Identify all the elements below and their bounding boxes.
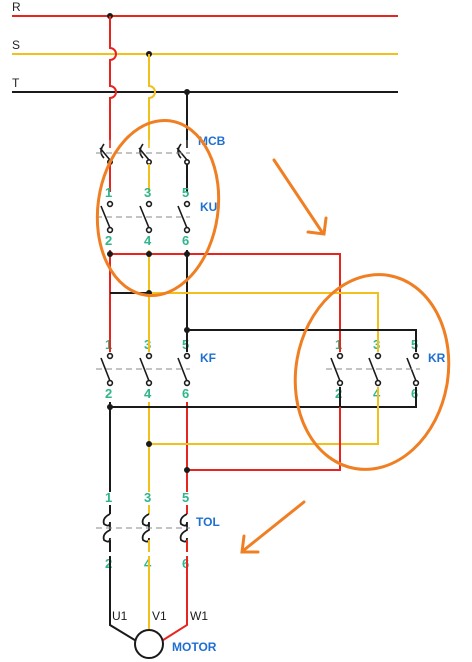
- motor-leads: [109, 556, 188, 643]
- tol-num-3: 3: [144, 490, 151, 505]
- kr-num-3: 3: [373, 337, 380, 352]
- terminal-v1: V1: [152, 609, 167, 623]
- kr-contactor: 1 3 5 2 4 6: [326, 337, 420, 401]
- kr-num-6: 6: [411, 386, 418, 401]
- label-kr: KR: [428, 351, 446, 365]
- highlight-ku: [95, 118, 221, 298]
- ku-num-1: 1: [105, 185, 112, 200]
- ku-contactor: 1 3 5 2 4 6: [96, 185, 191, 248]
- tol-num-5: 5: [182, 490, 189, 505]
- output-wiring: [109, 387, 417, 492]
- label-t: T: [12, 76, 20, 90]
- label-r: R: [12, 0, 21, 14]
- kf-contactor: 1 3 5 2 4 6: [96, 337, 191, 401]
- kf-num-3: 3: [144, 337, 151, 352]
- kf-num-1: 1: [105, 337, 112, 352]
- ku-num-6: 6: [182, 233, 189, 248]
- label-ku: KU: [200, 200, 217, 214]
- label-s: S: [12, 38, 20, 52]
- kr-num-1: 1: [335, 337, 342, 352]
- label-kf: KF: [200, 351, 216, 365]
- mcb-breaker: [96, 140, 191, 166]
- highlight-kr: [293, 273, 451, 471]
- ku-num-2: 2: [105, 233, 112, 248]
- kf-num-6: 6: [182, 386, 189, 401]
- label-tol: TOL: [196, 515, 220, 529]
- terminal-u1: U1: [112, 609, 128, 623]
- ku-num-4: 4: [144, 233, 152, 248]
- mcb-to-ku: [109, 164, 188, 192]
- terminal-w1: W1: [190, 609, 208, 623]
- kf-num-5: 5: [182, 337, 189, 352]
- arrow-down-right-icon: [272, 158, 328, 236]
- feed-lines: [109, 16, 188, 140]
- label-motor: MOTOR: [172, 640, 217, 654]
- kr-num-5: 5: [411, 337, 418, 352]
- bus-bars: [12, 15, 398, 93]
- kf-num-4: 4: [144, 386, 152, 401]
- ku-num-5: 5: [182, 185, 189, 200]
- feed-s: [148, 54, 156, 140]
- tol-num-6: 6: [182, 556, 189, 571]
- motor-symbol: [134, 629, 164, 659]
- feed-r: [109, 16, 117, 140]
- arrow-down-left-icon: [240, 500, 306, 554]
- kr-num-2: 2: [335, 386, 342, 401]
- tol-num-1: 1: [105, 490, 112, 505]
- kf-num-2: 2: [105, 386, 112, 401]
- ku-num-3: 3: [144, 185, 151, 200]
- tol-num-2: 2: [105, 556, 112, 571]
